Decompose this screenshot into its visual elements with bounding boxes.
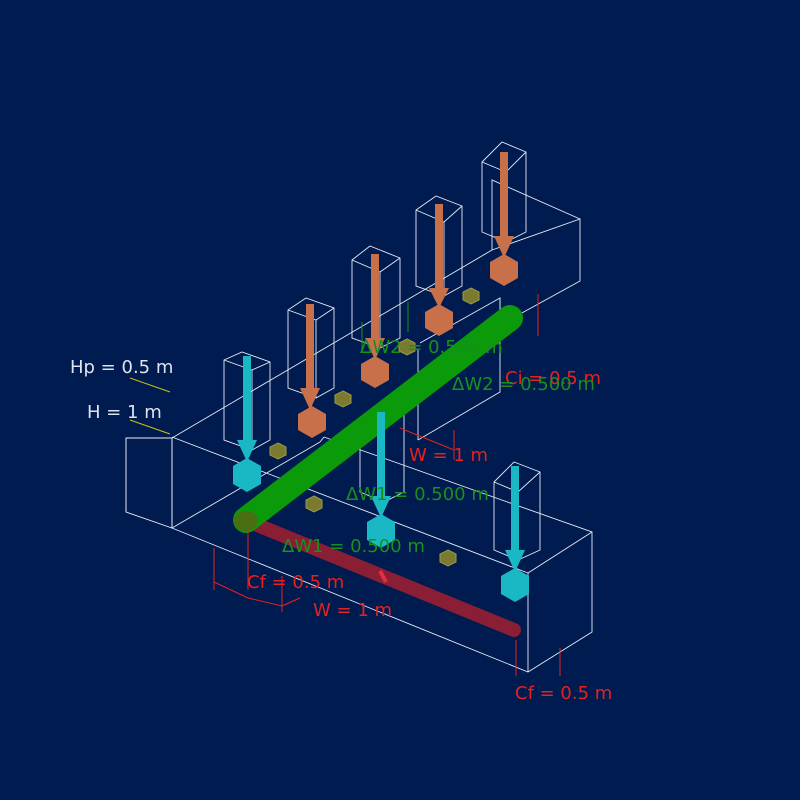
ci-label: Ci = 0.5 m (505, 368, 601, 389)
orange-load (361, 254, 389, 388)
node-markers (269, 287, 480, 567)
front-pipe (243, 515, 521, 637)
delta-w1-front-label: ΔW1 = 0.500 m (282, 536, 425, 557)
orange-loads (298, 152, 518, 438)
wireframe-structure (125, 179, 593, 673)
orange-load (298, 304, 326, 438)
dimension-lines (129, 294, 561, 676)
w-front-label: W = 1 m (313, 600, 392, 621)
delta-w2-top-label: ΔW2 = 0.500 m (360, 337, 503, 358)
orange-load (490, 152, 518, 286)
delta-w1-mid-label: ΔW1 = 0.500 m (346, 484, 489, 505)
cyan-loads (233, 356, 529, 602)
w-back-label: W = 1 m (409, 445, 488, 466)
node-marker (462, 287, 480, 305)
cf-left-label: Cf = 0.5 m (247, 572, 344, 593)
front-step-block (125, 437, 173, 529)
hp-label: Hp = 0.5 m (70, 357, 173, 378)
h-label: H = 1 m (87, 402, 162, 423)
cyan-load (233, 356, 261, 492)
dimension-labels: Hp = 0.5 m H = 1 m ΔW2 = 0.500 m Ci = 0.… (70, 337, 612, 704)
node-marker (269, 442, 287, 460)
cyan-load (501, 466, 529, 602)
cyan-load (367, 412, 395, 548)
node-marker (398, 338, 416, 356)
orange-load (425, 204, 453, 336)
node-marker (439, 549, 457, 567)
front-block (171, 436, 593, 673)
delta-w2-right-label: ΔW2 = 0.500 m (452, 374, 595, 395)
cf-right-label: Cf = 0.5 m (515, 683, 612, 704)
node-marker (305, 495, 323, 513)
node-marker (334, 390, 352, 408)
